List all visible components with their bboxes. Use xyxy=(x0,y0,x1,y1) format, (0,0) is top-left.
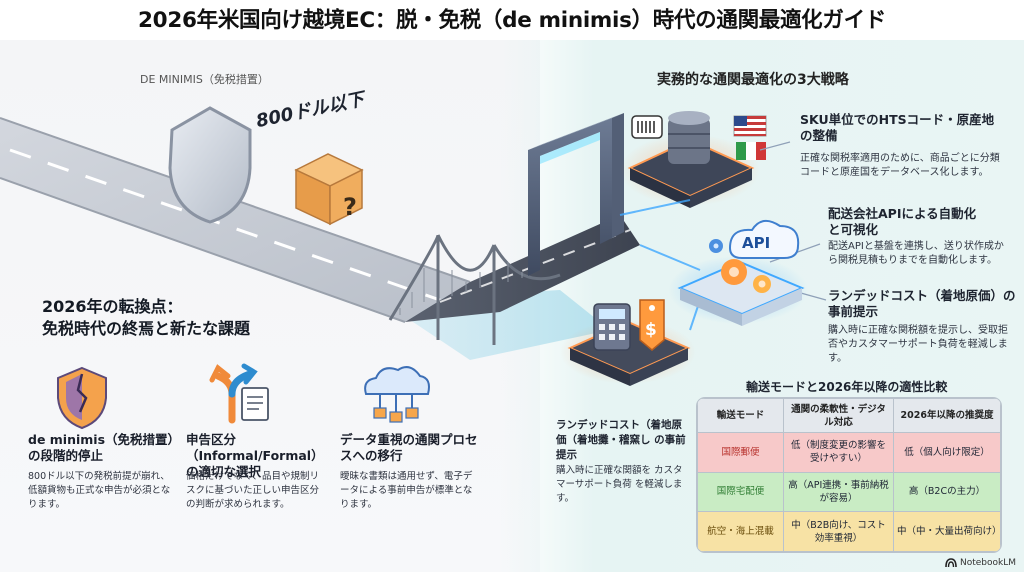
page-title: 2026年米国向け越境EC：脱・免税（de minimis）時代の通関最適化ガイ… xyxy=(138,8,886,33)
table-header-cell: 通関の柔軟性・デジタル対応 xyxy=(783,398,894,433)
table-header-row: 輸送モード 通関の柔軟性・デジタル対応 2026年以降の推奨度 xyxy=(697,398,1001,433)
brand-footer: NotebookLM xyxy=(945,558,1016,568)
api-cloud-label: API xyxy=(742,234,771,252)
strategy-body-hts: 正確な関税率適用のために、商品ごとに分類コードと原産国をデータベース化します。 xyxy=(800,153,1000,178)
landed-note-body: 購入時に正確な関額を カスタマーサポート負荷 を軽減します。 xyxy=(556,465,683,504)
table-row: 国際宅配便 高（API連携・事前納税が容易） 高（B2Cの主力） xyxy=(697,471,1001,513)
table-cell: 中（B2B向け、コスト効率重視） xyxy=(783,511,894,552)
strategies-heading: 実務的な通関最適化の3大戦略 xyxy=(657,72,849,88)
table-row: 航空・海上混載 中（B2B向け、コスト効率重視） 中（中・大量出荷向け） xyxy=(697,511,1001,552)
table-header-cell: 2026年以降の推奨度 xyxy=(893,398,1001,433)
column-title-de-minimis: de minimis（免税措置）の段階的停止 xyxy=(28,432,174,463)
table-cell: 高（API連携・事前納税が容易） xyxy=(783,471,894,513)
column-body-de-minimis: 800ドル以下の発税前提が崩れ、低額貨物も正式な申告が必須となります。 xyxy=(28,471,171,510)
strategy-title-api: 配送会社APIによる自動化と可視化 xyxy=(828,206,977,237)
column-title-declaration: 申告区分（Informal/Formal）の適切な選択 xyxy=(186,432,324,479)
table-cell: 低（制度変更の影響を受けやすい） xyxy=(783,432,894,473)
column-body-declaration: 価格だけでなく、品目や規制リスクに基づいた正しい申告区分の判断が求められます。 xyxy=(186,471,320,510)
turning-point-heading-2: 免税時代の終焉と新たな課題 xyxy=(42,319,251,338)
strategy-body-landed: 購入時に正確な関税額を提示し、受取拒否やカスタマーサポート負荷を軽減します。 xyxy=(828,325,1008,364)
column-body-data: 曖昧な書類は通用せず、電子データによる事前申告が標準となります。 xyxy=(340,471,473,510)
table-cell: 高（B2Cの主力） xyxy=(893,471,1001,513)
table-cell: 国際郵便 xyxy=(697,432,784,473)
brand-name: NotebookLM xyxy=(959,558,1016,568)
landed-note-title: ランデッドコスト（着地原価（着地攤・稽窯し の事前提示 xyxy=(556,419,686,461)
table-cell: 中（中・大量出荷向け） xyxy=(893,511,1001,552)
notebooklm-logo-icon xyxy=(945,558,957,568)
column-title-data: データ重視の通関プロセスへの移行 xyxy=(340,432,478,463)
comparison-table: 輸送モード 通関の柔軟性・デジタル対応 2026年以降の推奨度 国際郵便 低（制… xyxy=(697,398,1001,552)
turning-point-heading-1: 2026年の転換点： xyxy=(42,297,183,316)
table-row: 国際郵便 低（制度変更の影響を受けやすい） 低（個人向け限定） xyxy=(697,432,1001,473)
de-minimis-caption: DE MINIMIS（免税措置） xyxy=(140,73,269,86)
comparison-heading: 輸送モードと2026年以降の適性比較 xyxy=(746,380,948,394)
table-cell: 国際宅配便 xyxy=(697,471,784,513)
table-cell: 航空・海上混載 xyxy=(697,511,784,552)
table-cell: 低（個人向け限定） xyxy=(893,432,1001,473)
strategy-title-hts: SKU単位でのHTSコード・原産地の整備 xyxy=(800,112,995,143)
strategy-title-landed: ランデッドコスト（着地原価）の事前提示 xyxy=(828,288,1016,319)
package-question-mark: ? xyxy=(343,193,357,221)
price-tag-mark: $ xyxy=(645,320,657,340)
table-header-cell: 輸送モード xyxy=(697,398,784,433)
strategy-body-api: 配送APIと基盤を連携し、送り状作成から関税見積もりまでを自動化します。 xyxy=(828,241,1004,266)
